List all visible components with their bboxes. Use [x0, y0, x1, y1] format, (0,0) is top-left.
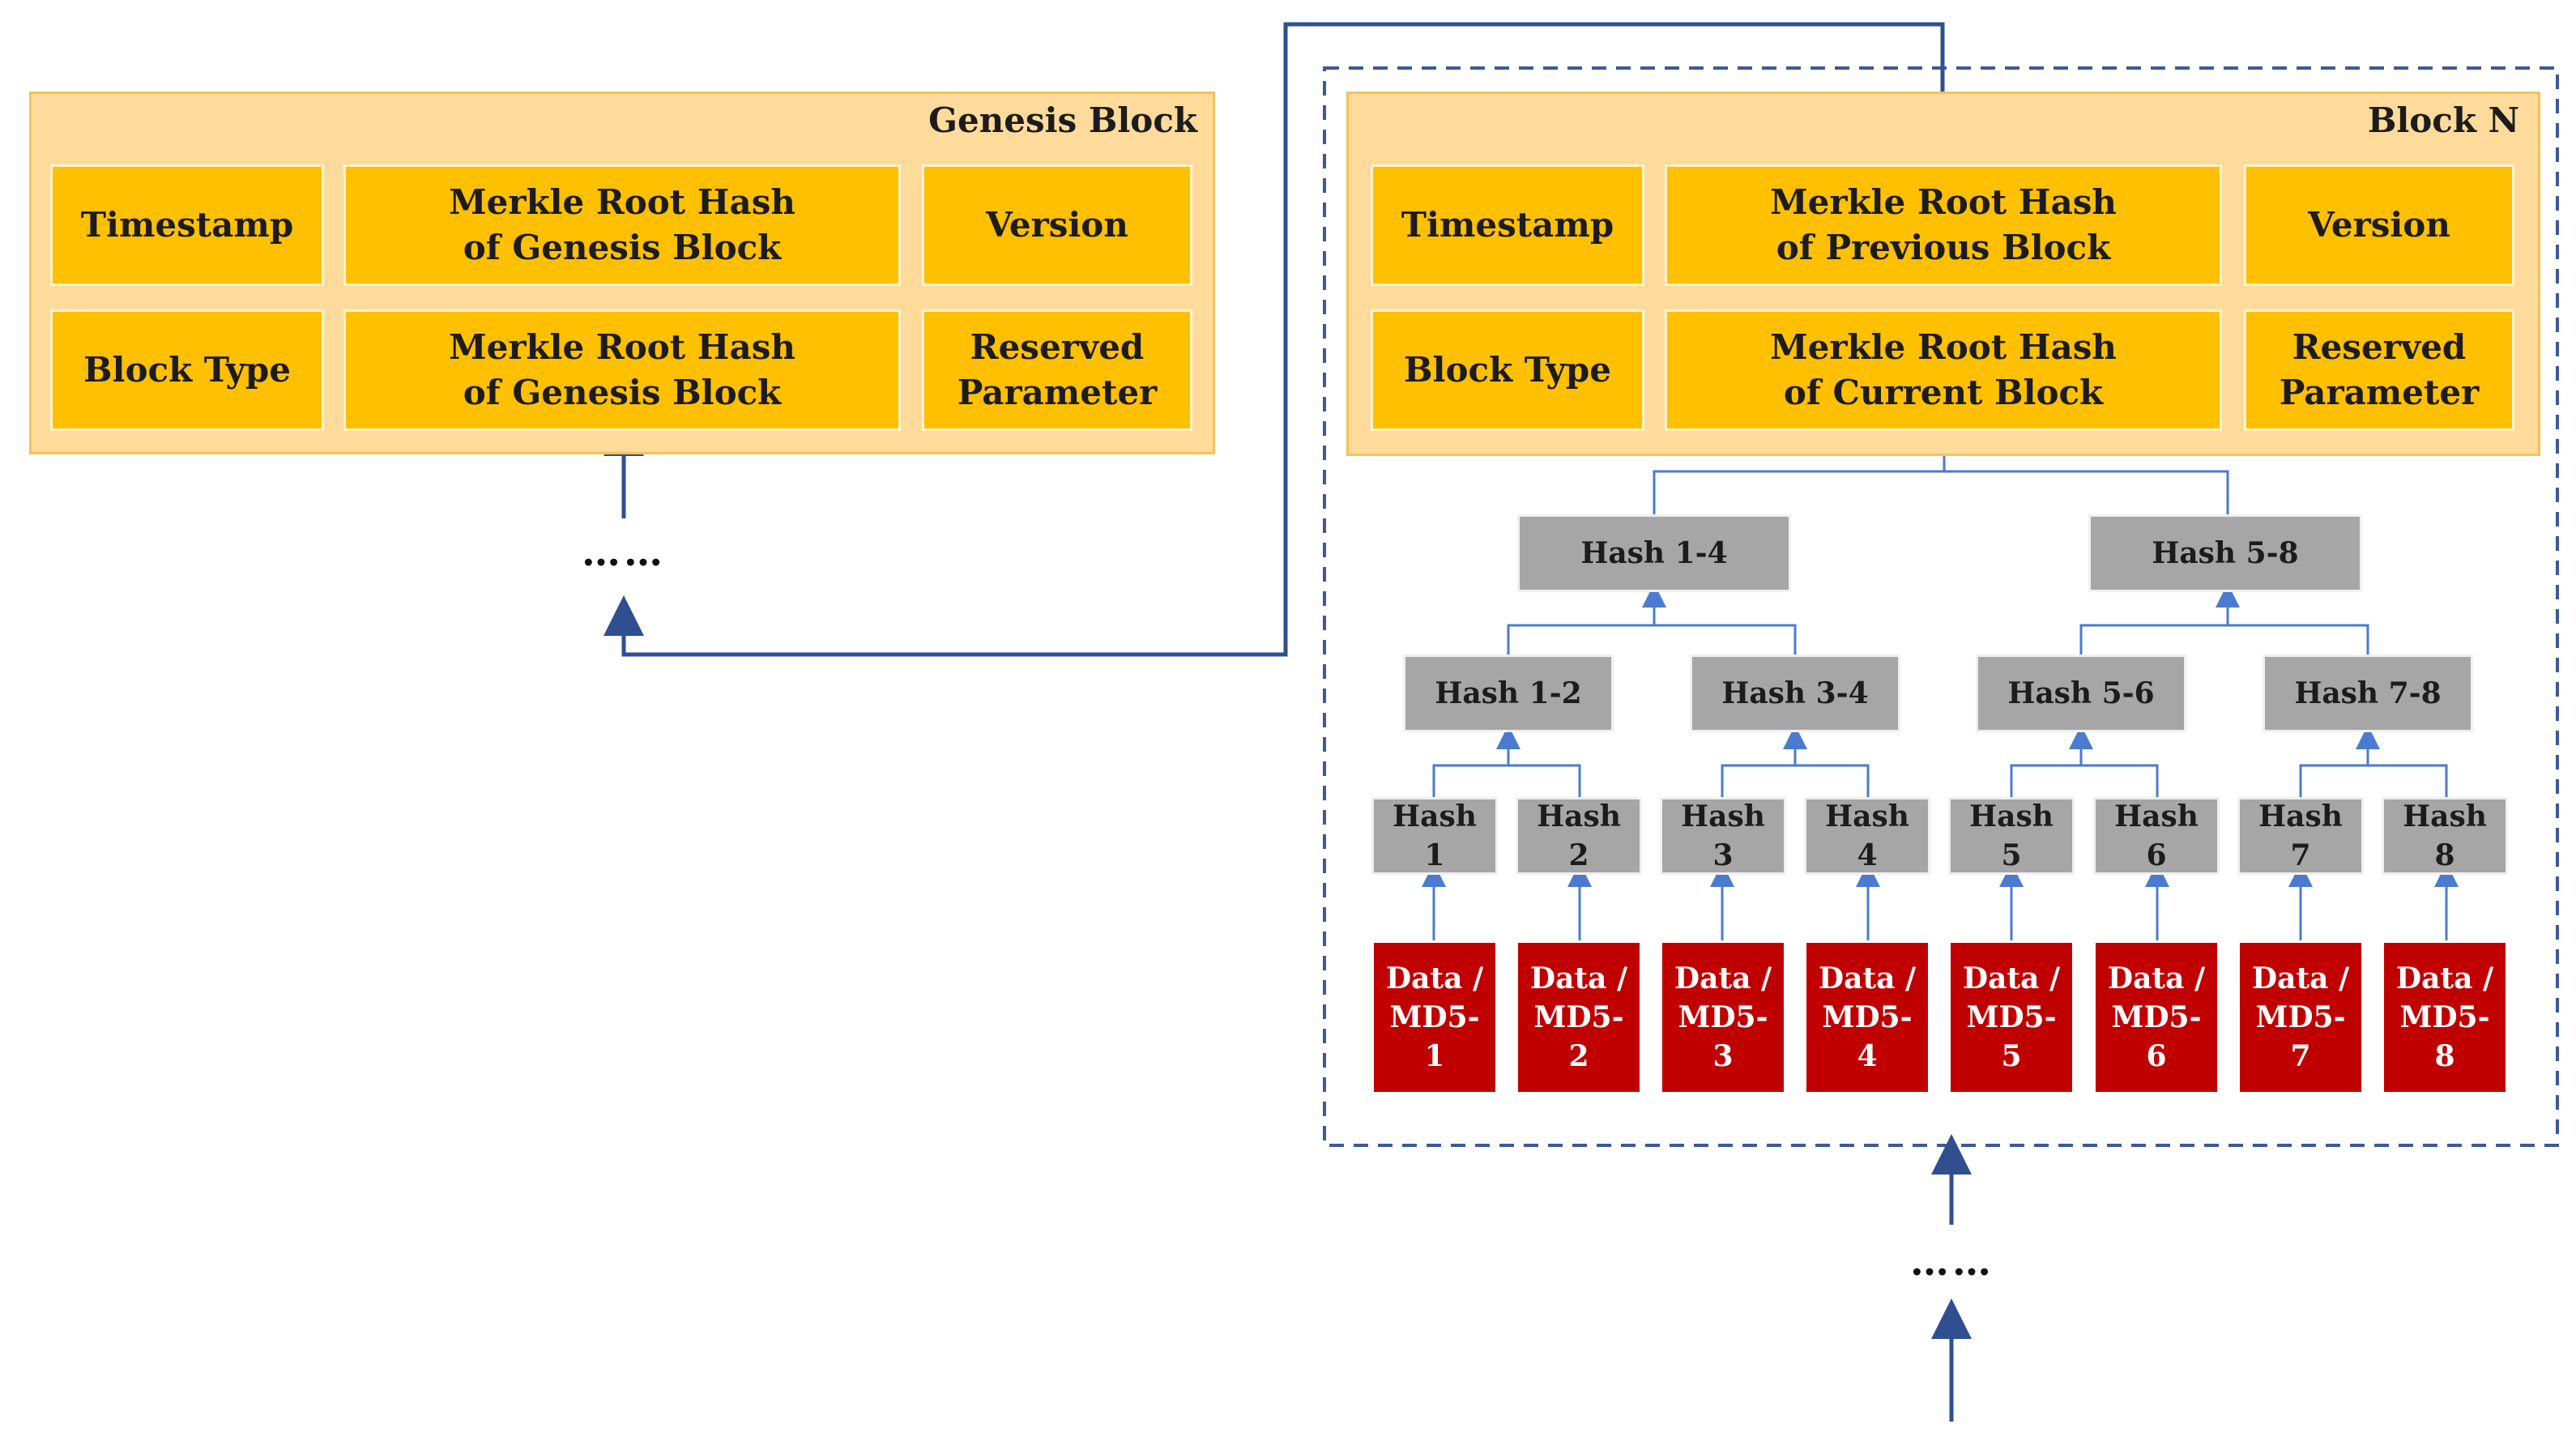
hash-leaf-8: Hash 8	[2382, 797, 2508, 875]
data-md5-6: Data / MD5- 6	[2093, 940, 2220, 1094]
data-md5-3: Data / MD5- 3	[1660, 940, 1786, 1094]
hash-leaf-1: Hash 1	[1371, 797, 1498, 875]
block-n-version: Version	[2244, 164, 2514, 286]
block-n-timestamp: Timestamp	[1371, 164, 1644, 286]
hash-node-5-8: Hash 5-8	[2088, 514, 2362, 592]
block-n-reserved-parameter: Reserved Parameter	[2244, 309, 2514, 431]
block-n-block-type: Block Type	[1371, 309, 1644, 431]
genesis-ellipsis: ……	[582, 530, 666, 575]
data-md5-5: Data / MD5- 5	[1948, 940, 2075, 1094]
genesis-timestamp: Timestamp	[50, 164, 324, 286]
hash-leaf-5: Hash 5	[1948, 797, 2075, 875]
hash-node-5-6: Hash 5-6	[1976, 654, 2186, 732]
hash-leaf-4: Hash 4	[1804, 797, 1930, 875]
hash-leaf-7: Hash 7	[2237, 797, 2364, 875]
genesis-block-title: Genesis Block	[928, 100, 1197, 140]
hash-node-1-2: Hash 1-2	[1403, 654, 1614, 732]
genesis-merkle-root-bottom: Merkle Root Hash of Genesis Block	[343, 309, 901, 431]
hash-node-3-4: Hash 3-4	[1690, 654, 1900, 732]
hash-leaf-6: Hash 6	[2093, 797, 2220, 875]
data-md5-1: Data / MD5- 1	[1371, 940, 1498, 1094]
genesis-version: Version	[922, 164, 1192, 286]
block-n-merkle-previous: Merkle Root Hash of Previous Block	[1665, 164, 2222, 286]
chain-ellipsis: ……	[1910, 1239, 1994, 1285]
hash-node-1-4: Hash 1-4	[1517, 514, 1791, 592]
genesis-merkle-root-top: Merkle Root Hash of Genesis Block	[343, 164, 901, 286]
block-n-title: Block N	[2367, 100, 2519, 140]
data-md5-4: Data / MD5- 4	[1804, 940, 1930, 1094]
data-md5-7: Data / MD5- 7	[2237, 940, 2364, 1094]
hash-node-7-8: Hash 7-8	[2263, 654, 2473, 732]
root-link	[1653, 470, 2229, 518]
data-md5-8: Data / MD5- 8	[2382, 940, 2508, 1094]
hash-leaf-3: Hash 3	[1660, 797, 1786, 875]
genesis-reserved-parameter: Reserved Parameter	[922, 309, 1192, 431]
hash-leaf-2: Hash 2	[1516, 797, 1642, 875]
block-n-merkle-current: Merkle Root Hash of Current Block	[1665, 309, 2222, 431]
data-md5-2: Data / MD5- 2	[1516, 940, 1642, 1094]
genesis-block-type: Block Type	[50, 309, 324, 431]
prev-block-link	[603, 22, 1945, 657]
